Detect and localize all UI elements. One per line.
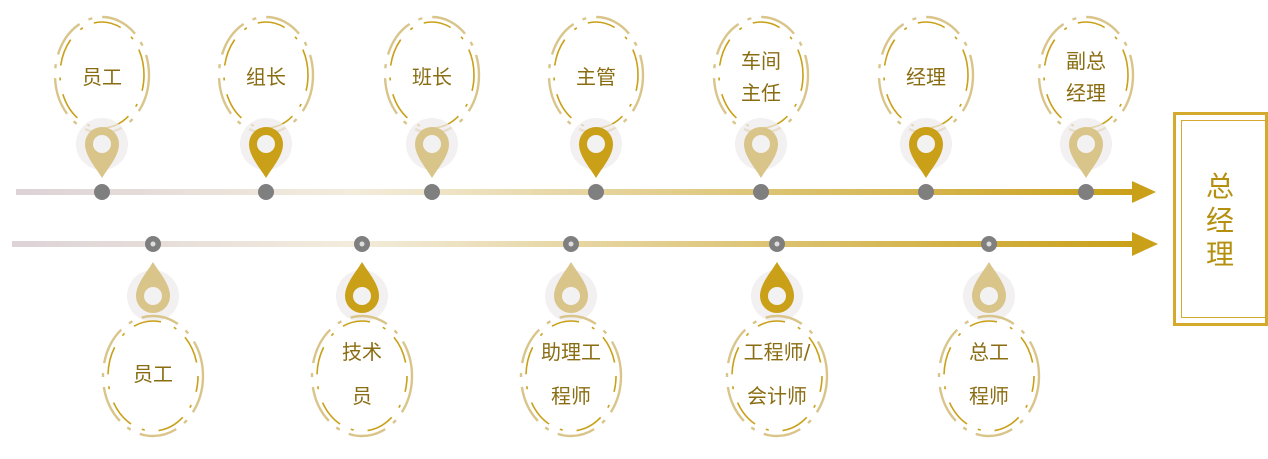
bottom-node-2-pin-hole	[353, 287, 371, 305]
bottom-node-4-dot-center	[774, 241, 780, 247]
bottom-node-3-bubble-outer	[519, 314, 623, 438]
top-node-6	[877, 15, 975, 200]
top-node-5-pin-hole	[752, 135, 770, 153]
top-node-6-label: 经理	[906, 65, 946, 89]
top-node-2-dot	[258, 184, 274, 200]
top-node-5-dot	[753, 184, 769, 200]
bottom-node-5-pin-hole	[980, 287, 998, 305]
top-node-1-pin-hole	[93, 135, 111, 153]
bottom-node-4-bubble-inner	[731, 320, 823, 432]
top-node-2-bubble-inner	[223, 21, 309, 129]
top-node-3-label: 班长	[412, 65, 452, 89]
top-node-3-bubble-inner	[389, 21, 475, 129]
bottom-node-2-bubble-outer	[310, 314, 414, 438]
top-node-7-pin-hole	[1077, 135, 1095, 153]
top-node-1-dot	[94, 184, 110, 200]
bottom-node-1	[101, 236, 205, 438]
bottom-node-4-pin-hole	[768, 287, 786, 305]
top-node-4-pin-hole	[587, 135, 605, 153]
top-node-6-pin-hole	[917, 135, 935, 153]
bottom-node-3-pin-hole	[562, 287, 580, 305]
target-box	[1173, 112, 1268, 326]
bottom-node-2-dot-center	[359, 241, 365, 247]
bottom-node-1-label: 员工	[133, 362, 173, 386]
top-node-1-label: 员工	[82, 65, 122, 89]
top-node-7-bubble-inner	[1043, 21, 1129, 129]
top-track-arrow	[1132, 181, 1156, 203]
bottom-node-5-bubble-outer	[937, 314, 1041, 438]
top-node-1	[53, 15, 151, 200]
bottom-node-4	[725, 236, 829, 438]
bottom-node-1-bubble-outer	[101, 314, 205, 438]
top-node-5	[712, 15, 810, 200]
top-node-1-bubble-inner	[59, 21, 145, 129]
bottom-node-2-label: 技术 员	[342, 340, 382, 408]
top-node-5-bubble-inner	[718, 21, 804, 129]
top-node-5-label: 车间 主任	[741, 49, 781, 105]
top-node-2	[217, 15, 315, 200]
top-node-6-bubble-inner	[883, 21, 969, 129]
bottom-node-3-label: 助理工 程师	[541, 340, 601, 408]
top-node-3-pin-hole	[423, 135, 441, 153]
top-node-2-label: 组长	[246, 65, 286, 89]
bottom-node-1-pin-hole	[144, 287, 162, 305]
top-node-4-dot	[588, 184, 604, 200]
bottom-node-5	[937, 236, 1041, 438]
top-node-3-dot	[424, 184, 440, 200]
top-node-4-bubble-inner	[553, 21, 639, 129]
top-node-6-dot	[918, 184, 934, 200]
top-node-7-dot	[1078, 184, 1094, 200]
bottom-node-5-dot-center	[986, 241, 992, 247]
top-node-4-label: 主管	[576, 65, 616, 89]
bottom-node-3-bubble-inner	[525, 320, 617, 432]
bottom-node-3	[519, 236, 623, 438]
top-node-3	[383, 15, 481, 200]
target-label: 总 经 理	[1205, 170, 1234, 271]
bottom-node-1-dot-center	[150, 241, 156, 247]
bottom-node-4-bubble-outer	[725, 314, 829, 438]
bottom-node-3-dot-center	[568, 241, 574, 247]
bottom-node-5-bubble-inner	[943, 320, 1035, 432]
bottom-node-1-bubble-inner	[107, 320, 199, 432]
bottom-node-2-bubble-inner	[316, 320, 408, 432]
top-track-line	[16, 189, 1136, 195]
bottom-node-2	[310, 236, 414, 438]
bottom-node-5-label: 总工 程师	[969, 340, 1009, 408]
top-node-2-pin-hole	[257, 135, 275, 153]
bottom-track-arrow	[1132, 232, 1158, 256]
top-node-7	[1037, 15, 1135, 200]
bottom-node-4-label: 工程师/ 会计师	[743, 340, 811, 408]
top-node-4	[547, 15, 645, 200]
top-node-7-label: 副总 经理	[1066, 49, 1106, 105]
